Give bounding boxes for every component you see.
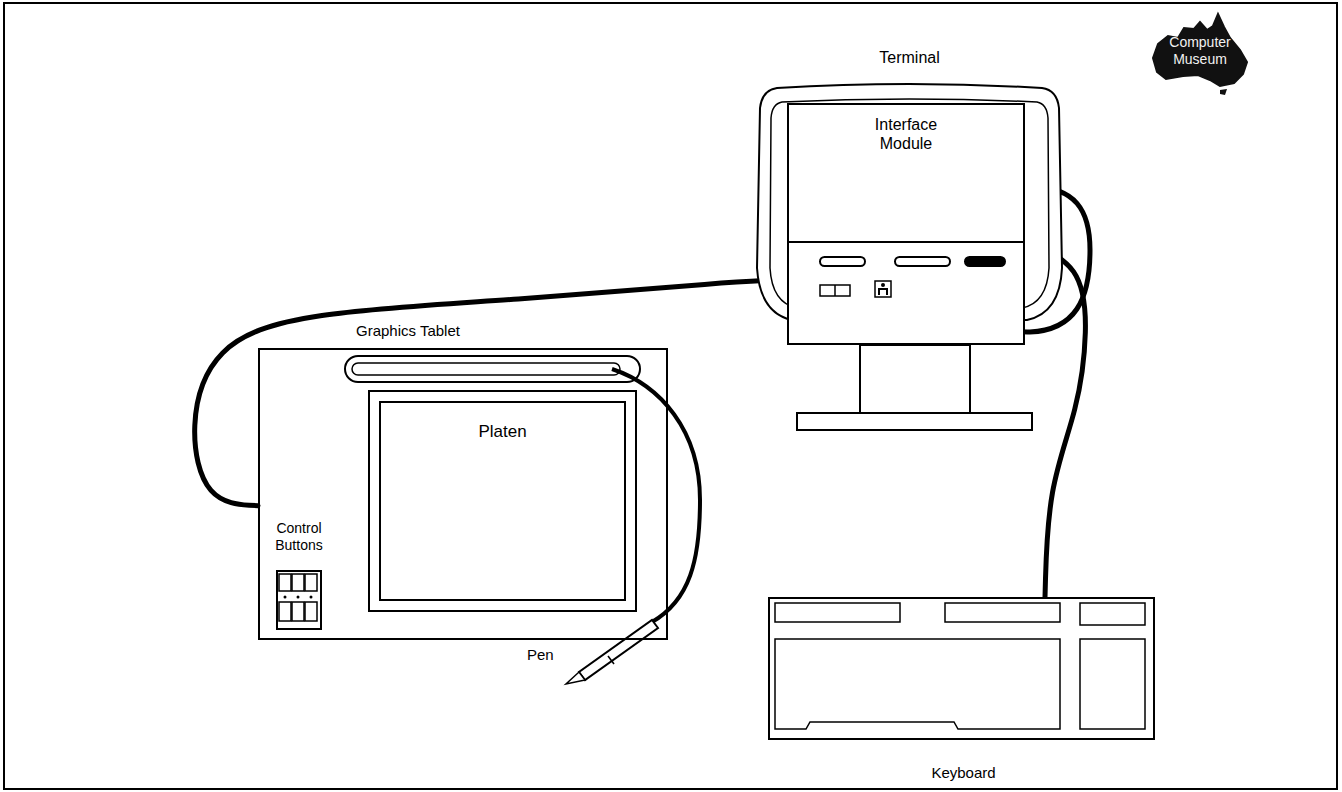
australia-shape <box>1153 14 1247 86</box>
control-button-panel-outline <box>276 570 322 630</box>
switch-icon <box>820 285 850 296</box>
person-icon <box>879 289 887 295</box>
pen-grip <box>608 656 614 664</box>
museum-logo: Computer Museum <box>1150 12 1250 98</box>
monitor-neck <box>860 345 970 413</box>
platen-area: Platen <box>368 390 637 612</box>
keyboard-outline-outline <box>768 597 1155 740</box>
control-button <box>292 602 304 621</box>
module-divider <box>787 241 1025 243</box>
tasmania-shape <box>1220 89 1227 95</box>
key-block <box>945 603 1060 622</box>
control-button <box>292 574 304 591</box>
key-block <box>1080 603 1145 625</box>
key-block <box>1080 639 1145 729</box>
frame <box>4 3 1337 789</box>
node-label: Computer Museum <box>1163 34 1237 68</box>
terminal-monitor: TerminalInterface Module <box>757 88 1062 430</box>
node-label: Interface Module <box>856 115 956 153</box>
part-label: Pen <box>527 646 554 663</box>
connector-port <box>895 257 950 266</box>
pen-body <box>579 620 658 680</box>
node-heading: Keyboard <box>770 764 1157 782</box>
pen-slot-inner <box>352 363 620 375</box>
control-button <box>279 574 291 591</box>
person-icon <box>875 281 891 297</box>
node-label: Platen <box>370 422 635 442</box>
connector-port <box>965 257 1005 266</box>
person-icon <box>881 283 885 287</box>
keyboard-outline: Keyboard <box>768 597 1155 740</box>
monitor-base <box>797 413 1032 430</box>
control-button <box>305 602 317 621</box>
interface-module-box: Interface Module <box>787 103 1025 345</box>
node-heading: Control Buttons <box>268 520 330 554</box>
button-dot <box>284 596 287 599</box>
switch-icon <box>834 285 836 296</box>
key-block <box>775 603 900 622</box>
node-heading: Graphics Tablet <box>348 322 468 340</box>
button-dot <box>297 596 300 599</box>
graphics-tablet: Graphics TabletControl ButtonsPlaten <box>258 348 668 640</box>
connector-port <box>820 257 865 266</box>
control-button-panel: Control Buttons <box>276 570 322 630</box>
control-button <box>279 602 291 621</box>
pen-slot <box>345 356 640 382</box>
node-heading: Terminal <box>757 48 1062 67</box>
main-keys <box>775 639 1060 729</box>
pen-tip <box>566 672 585 684</box>
button-dot <box>310 596 313 599</box>
control-button <box>305 574 317 591</box>
